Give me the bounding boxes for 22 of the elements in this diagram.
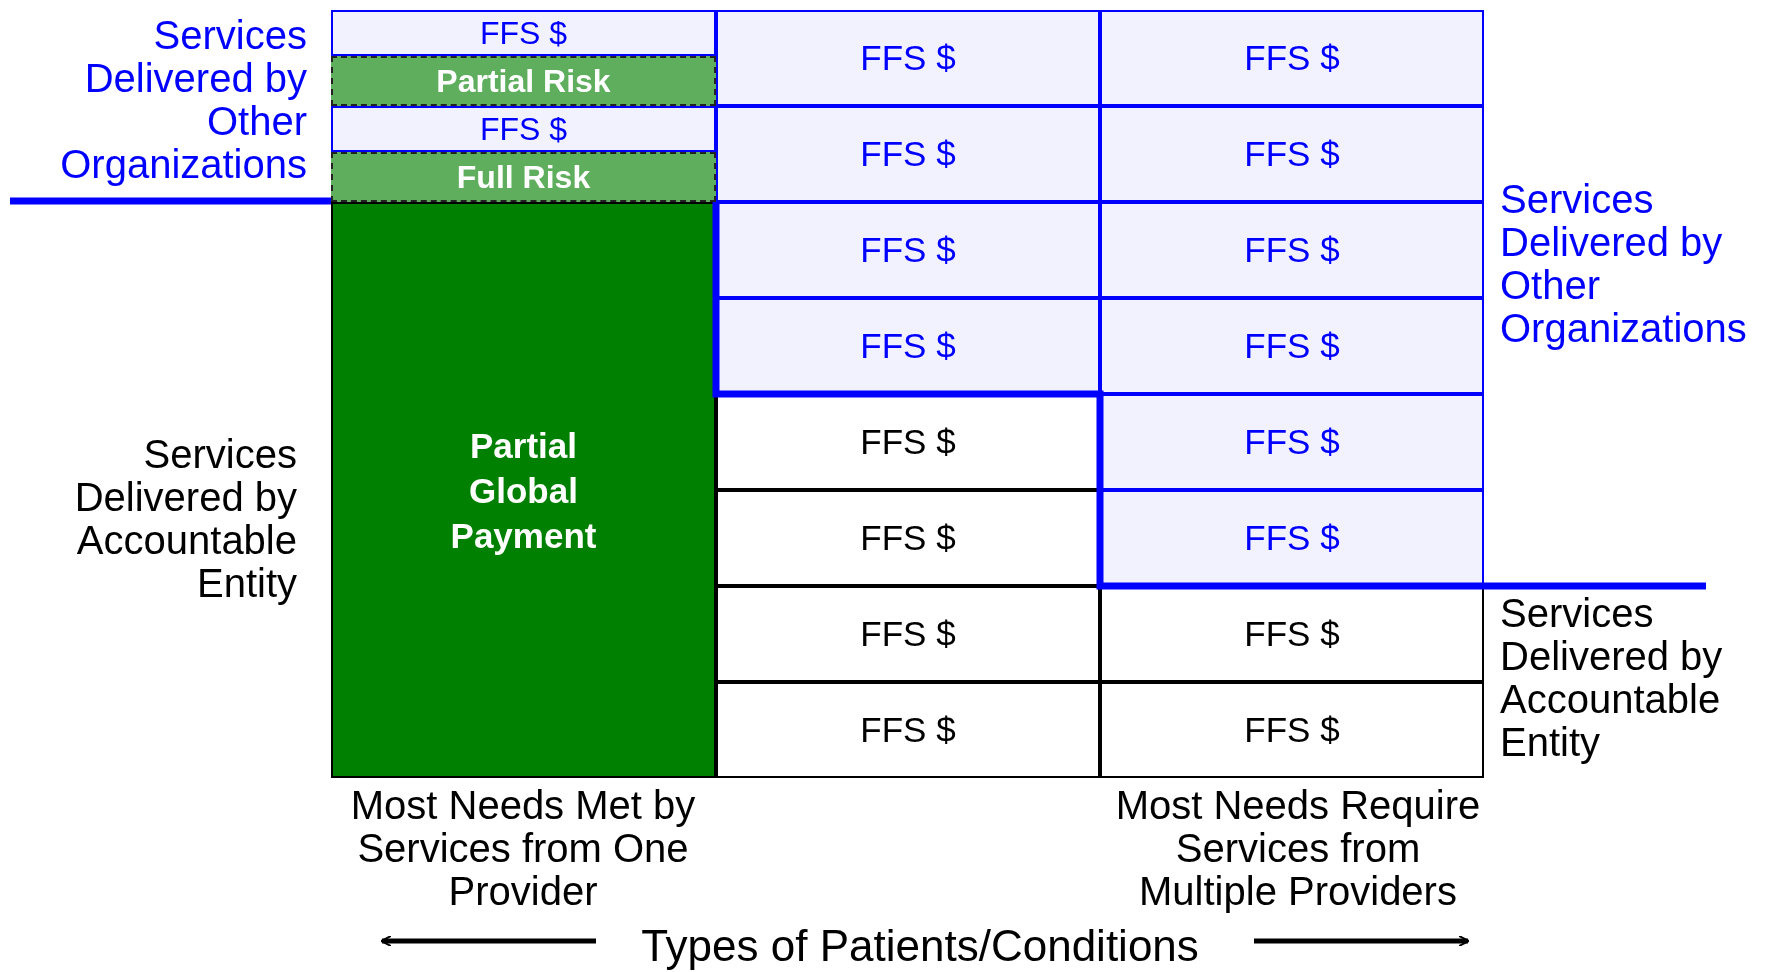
payment-block: Partial Global Payment xyxy=(331,202,716,778)
axis-title: Types of Patients/Conditions xyxy=(640,922,1200,970)
side-label: Services Delivered by Other Organizations xyxy=(1500,178,1748,350)
side-label: Services Delivered by Accountable Entity xyxy=(1500,592,1724,764)
grid-cell: FFS $ xyxy=(1100,10,1484,106)
risk-band: Partial Risk xyxy=(331,56,716,106)
grid-cell: FFS $ xyxy=(716,682,1100,778)
grid-cell: FFS $ xyxy=(331,10,716,56)
side-label: Most Needs Met by Services from One Provider xyxy=(349,784,697,913)
risk-band: Full Risk xyxy=(331,152,716,202)
side-label: Most Needs Require Services from Multiple Providers xyxy=(1114,784,1482,913)
grid-cell: FFS $ xyxy=(716,586,1100,682)
grid-cell: FFS $ xyxy=(1100,298,1484,394)
grid-cell: FFS $ xyxy=(1100,202,1484,298)
side-label: Services Delivered by Accountable Entity xyxy=(73,433,297,605)
grid-cell: FFS $ xyxy=(716,490,1100,586)
grid-cell: FFS $ xyxy=(1100,106,1484,202)
grid-cell: FFS $ xyxy=(716,10,1100,106)
grid-cell: FFS $ xyxy=(331,106,716,152)
grid-cell: FFS $ xyxy=(1100,682,1484,778)
grid-cell: FFS $ xyxy=(716,106,1100,202)
side-label: Services Delivered by Other Organizations xyxy=(59,14,307,186)
